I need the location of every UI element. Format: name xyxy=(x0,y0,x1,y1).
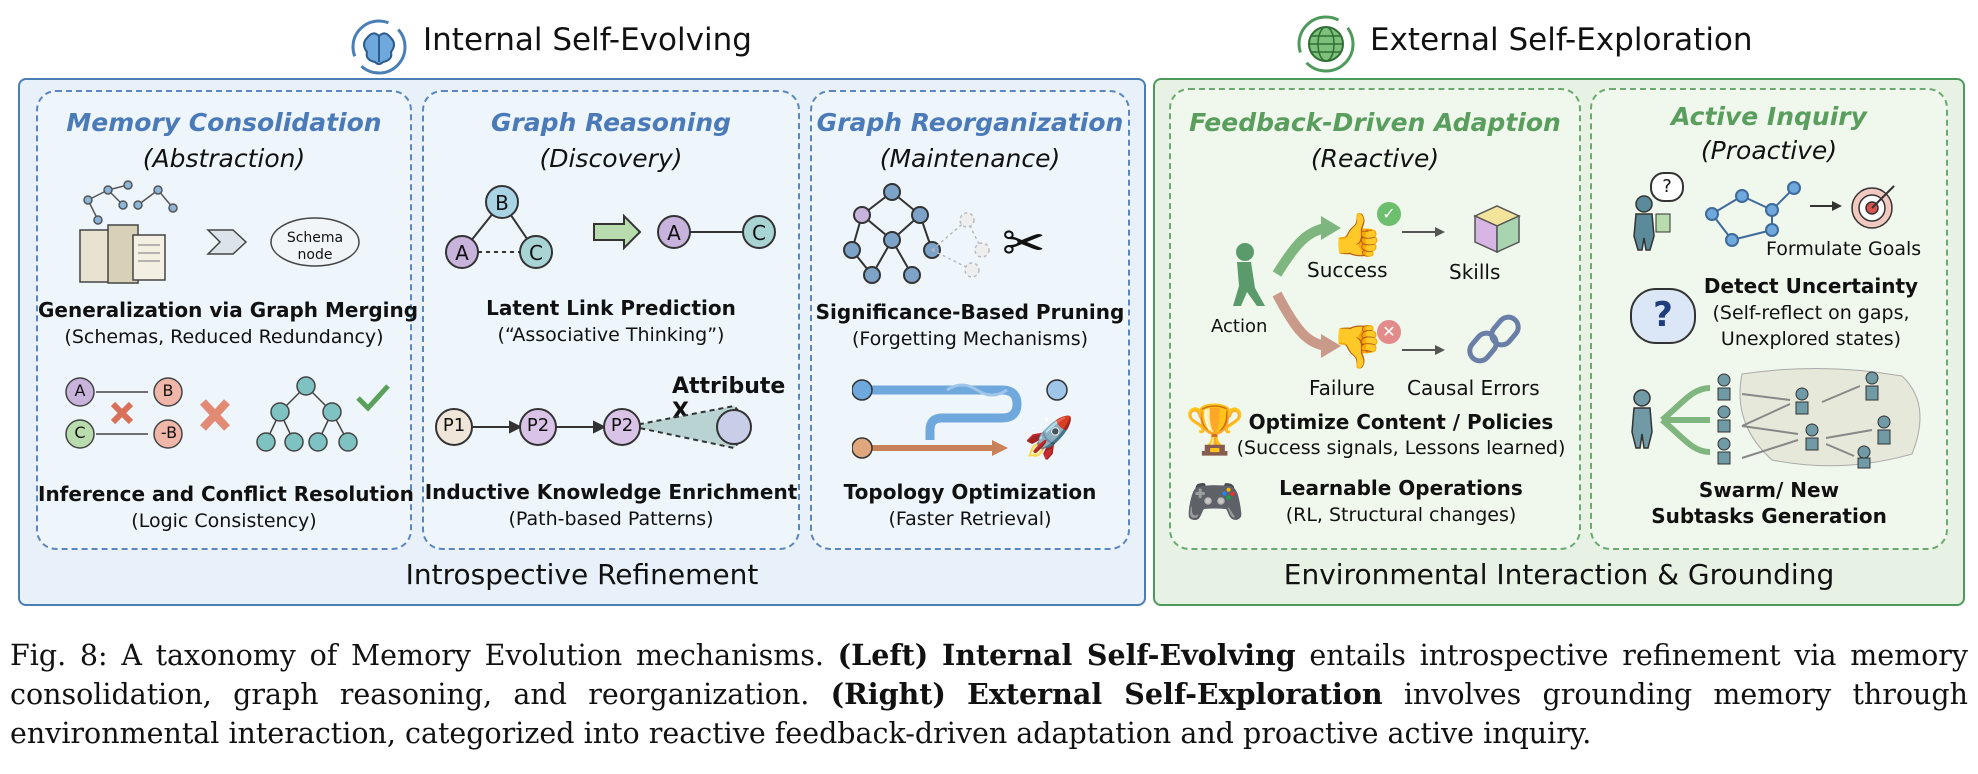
item-sub: (Faster Retrieval) xyxy=(888,508,1052,530)
node-a: A xyxy=(455,241,469,265)
node-c: C xyxy=(74,423,86,442)
right-header: External Self-Exploration xyxy=(1370,22,1753,58)
item-label: Latent Link Prediction xyxy=(486,296,736,320)
success-label: Success xyxy=(1307,258,1388,282)
attribute-label: Attribute X xyxy=(672,374,786,424)
trophy-icon: 🏆 xyxy=(1185,402,1245,458)
internal-self-evolving-section: Memory Consolidation (Abstraction) Schem… xyxy=(18,78,1146,606)
figure-caption: Fig. 8: A taxonomy of Memory Evolution m… xyxy=(10,636,1968,753)
schema-node-line1: Schema xyxy=(286,230,344,246)
skills-label: Skills xyxy=(1449,260,1501,284)
item-label: Significance-Based Pruning xyxy=(815,300,1125,324)
scissors-icon: ✂ xyxy=(1002,214,1046,274)
item-sub-line1: (Self-reflect on gaps, xyxy=(1712,302,1910,324)
globe-icon xyxy=(1296,14,1356,78)
brain-icon xyxy=(350,18,408,80)
feedback-driven-adaption-panel: Feedback-Driven Adaption (Reactive) xyxy=(1169,88,1581,550)
item-label: Inference and Conflict Resolution xyxy=(38,482,414,506)
question-bubble-icon: ? xyxy=(1650,172,1684,202)
item-sub: (Forgetting Mechanisms) xyxy=(851,328,1089,350)
graph-reorganization-panel: Graph Reorganization (Maintenance) ✂ Sig… xyxy=(810,90,1130,550)
formulate-goals-label: Formulate Goals xyxy=(1766,238,1922,260)
graph-reasoning-panel: Graph Reasoning (Discovery) B A C A C La… xyxy=(422,90,800,550)
caption-fig: Fig. 8: A taxonomy of Memory Evolution m… xyxy=(10,639,824,672)
external-self-exploration-section: Feedback-Driven Adaption (Reactive) xyxy=(1153,78,1965,606)
action-branches-illustration xyxy=(1233,205,1521,364)
right-footer: Environmental Interaction & Grounding xyxy=(1283,558,1835,591)
pruning-graph-illustration xyxy=(843,183,990,284)
topology-optimization-illustration xyxy=(852,379,1068,459)
panel-subtitle: (Maintenance) xyxy=(879,144,1061,173)
failure-label: Failure xyxy=(1309,376,1375,400)
panel-title: Memory Consolidation xyxy=(66,108,382,137)
path-node-p1: P1 xyxy=(442,415,466,436)
node-c: C xyxy=(752,221,766,245)
panel-title: Graph Reorganization xyxy=(816,108,1124,137)
rocket-icon: 🚀 xyxy=(1024,415,1074,461)
schema-node-label: Schema node xyxy=(274,230,356,264)
causal-errors-label: Causal Errors xyxy=(1407,376,1540,400)
item-sub-line2: Unexplored states) xyxy=(1720,328,1902,350)
item-label: Generalization via Graph Merging xyxy=(38,298,419,322)
node-neg-b: -B xyxy=(160,423,178,442)
item-label: Detect Uncertainty xyxy=(1703,274,1919,298)
action-label: Action xyxy=(1211,316,1268,337)
conflict-resolution-illustration xyxy=(65,376,390,452)
memory-consolidation-panel: Memory Consolidation (Abstraction) Schem… xyxy=(36,90,419,550)
thumbs-down-icon: 👎 xyxy=(1331,322,1384,371)
question-cloud-icon: ? xyxy=(1630,288,1696,344)
check-badge-icon: ✓ xyxy=(1377,202,1401,226)
graph-merging-illustration xyxy=(79,180,360,284)
panel-title: Feedback-Driven Adaption xyxy=(1189,108,1561,137)
item-sub: (Schemas, Reduced Redundancy) xyxy=(64,326,384,348)
thumbs-up-icon: 👍 xyxy=(1331,210,1384,259)
item-label-line2: Subtasks Generation xyxy=(1651,504,1887,528)
gamepad-icon: 🎮 xyxy=(1185,474,1245,530)
x-badge-icon: ✕ xyxy=(1377,320,1401,344)
item-label: Learnable Operations xyxy=(1279,476,1523,500)
panel-title: Graph Reasoning xyxy=(490,108,732,137)
path-node-p2: P2 xyxy=(610,415,634,436)
active-inquiry-panel: Active Inquiry (Proactive) ? Formulate G… xyxy=(1590,88,1948,550)
panel-subtitle: (Discovery) xyxy=(539,144,683,173)
item-label-line1: Swarm/ New xyxy=(1698,478,1840,502)
node-b: B xyxy=(162,381,174,400)
item-label: Inductive Knowledge Enrichment xyxy=(424,480,798,504)
item-sub: (Logic Consistency) xyxy=(131,510,317,532)
link-prediction-illustration xyxy=(445,185,776,269)
caption-right-tag: (Right) xyxy=(830,677,946,711)
item-sub: (RL, Structural changes) xyxy=(1285,504,1517,526)
node-a: A xyxy=(667,221,681,245)
formulate-goals-illustration xyxy=(1633,181,1895,251)
panel-subtitle: (Abstraction) xyxy=(142,144,306,173)
path-enrichment-illustration xyxy=(435,404,754,450)
item-sub: (Path-based Patterns) xyxy=(508,508,714,530)
node-b: B xyxy=(495,191,509,215)
node-c: C xyxy=(529,241,543,265)
item-sub: (Success signals, Lessons learned) xyxy=(1236,437,1566,459)
panel-title: Active Inquiry xyxy=(1671,102,1867,131)
panel-subtitle: (Proactive) xyxy=(1700,136,1838,165)
caption-left-tag: (Left) xyxy=(837,638,929,672)
caption-left-text: entails introspective refinement via mem… xyxy=(10,639,1969,711)
left-header: Internal Self-Evolving xyxy=(423,22,752,58)
item-sub: (“Associative Thinking”) xyxy=(497,324,725,346)
item-label: Optimize Content / Policies xyxy=(1248,410,1554,434)
node-a: A xyxy=(74,381,86,400)
left-footer: Introspective Refinement xyxy=(405,558,759,591)
caption-right-name: External Self-Exploration xyxy=(967,677,1383,711)
schema-node-line2: node xyxy=(297,247,333,263)
path-node-p2: P2 xyxy=(526,415,550,436)
caption-right-text: involves grounding memory through enviro… xyxy=(10,678,1968,750)
swarm-illustration xyxy=(1631,367,1921,469)
panel-subtitle: (Reactive) xyxy=(1310,144,1440,173)
caption-left-name: Internal Self-Evolving xyxy=(941,638,1296,672)
item-label: Topology Optimization xyxy=(843,480,1097,504)
